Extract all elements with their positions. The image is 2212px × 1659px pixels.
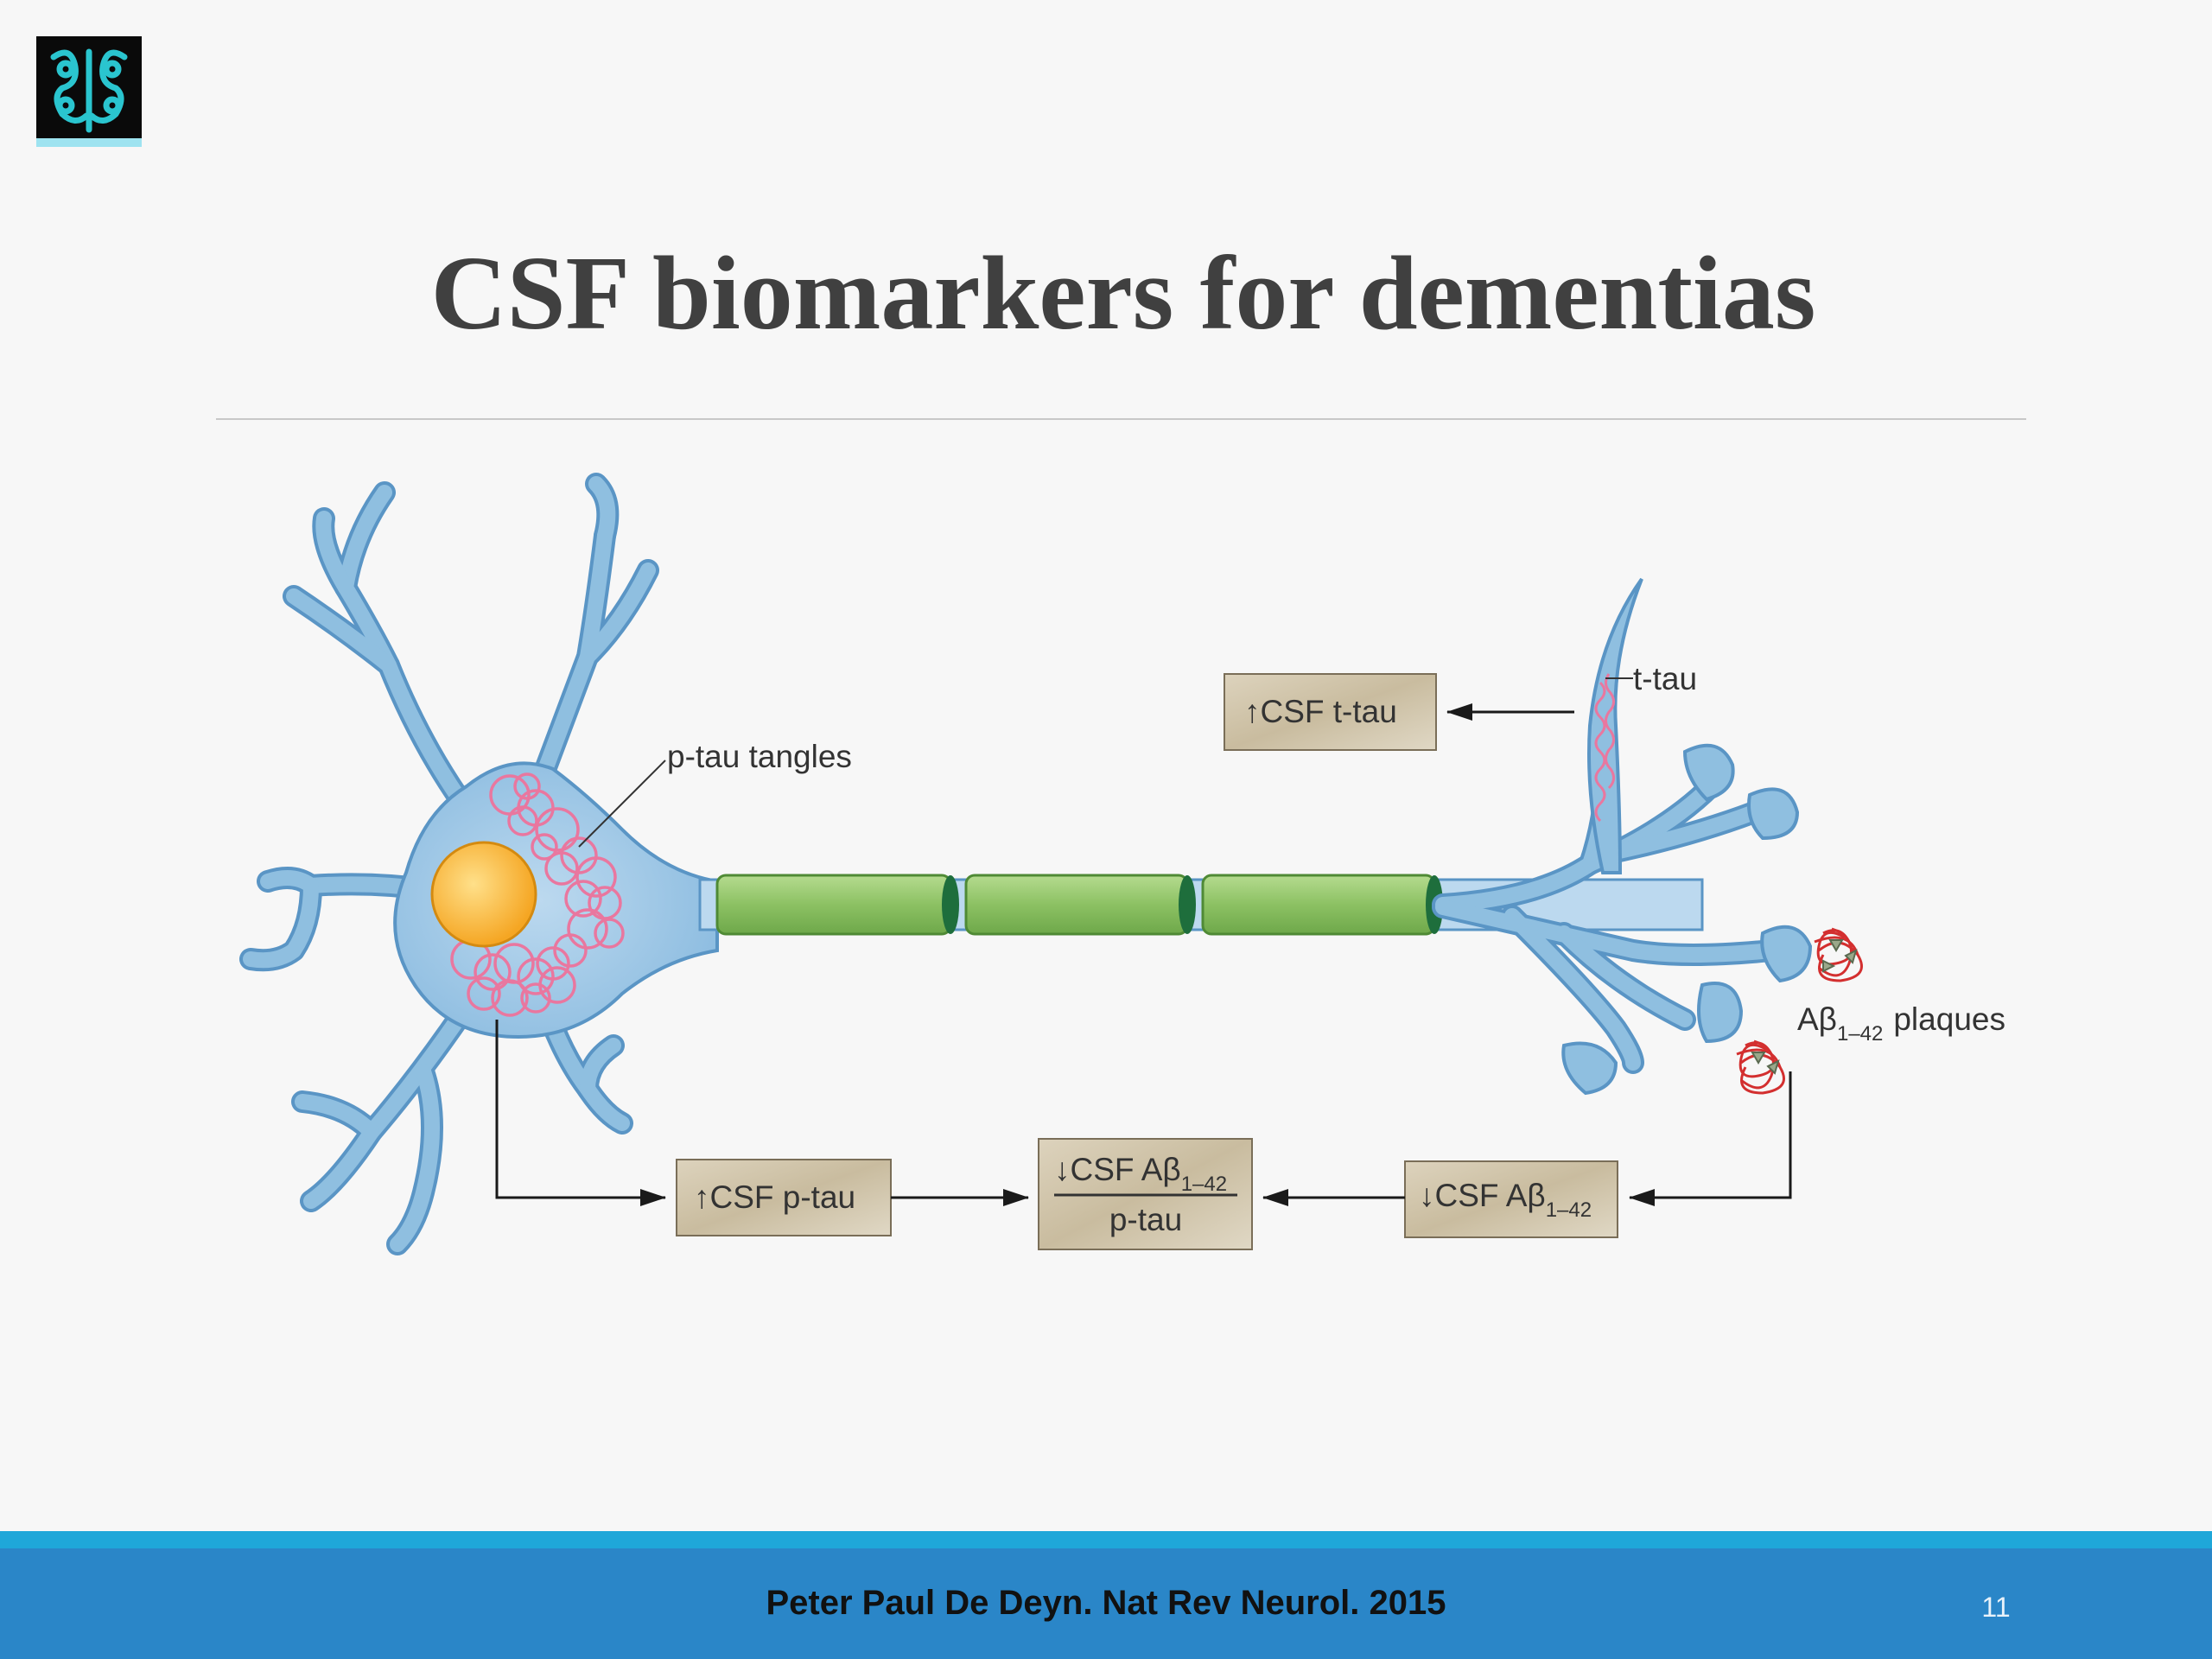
svg-text:↓CSF Aβ1–42: ↓CSF Aβ1–42 bbox=[1419, 1178, 1592, 1222]
abeta-plaque-lower bbox=[1736, 1039, 1785, 1095]
ttau-squiggle bbox=[1594, 673, 1615, 823]
footer-accent-stripe bbox=[0, 1531, 2212, 1548]
synaptic-boutons bbox=[1561, 743, 1813, 1096]
svg-text:↑CSF t-tau: ↑CSF t-tau bbox=[1244, 694, 1397, 729]
institution-logo bbox=[36, 36, 142, 147]
page-number: 11 bbox=[1981, 1592, 2011, 1623]
footer-bar bbox=[0, 1548, 2212, 1659]
myelin-sheaths bbox=[715, 874, 1443, 936]
dendrites bbox=[239, 473, 659, 1255]
abeta-plaque-upper bbox=[1814, 927, 1863, 982]
svg-text:↓CSF Aβ1–42: ↓CSF Aβ1–42 bbox=[1054, 1152, 1227, 1196]
citation: Peter Paul De Deyn. Nat Rev Neurol. 2015 bbox=[766, 1584, 1446, 1622]
box-csf-ptau: ↑CSF p-tau bbox=[676, 1159, 892, 1236]
box-abeta-ptau-ratio: ↓CSF Aβ1–42 p-tau bbox=[1038, 1138, 1253, 1250]
title-divider bbox=[216, 418, 2026, 420]
box-csf-abeta: ↓CSF Aβ1–42 bbox=[1404, 1160, 1618, 1238]
slide-title: CSF biomarkers for dementias bbox=[430, 235, 1816, 352]
ptau-tangles bbox=[450, 772, 625, 1017]
box-csf-ttau: ↑CSF t-tau bbox=[1224, 673, 1437, 751]
label-ptau-tangles: p-tau tangles bbox=[667, 739, 852, 774]
nucleus bbox=[430, 841, 537, 948]
degenerating-axon-branch bbox=[1587, 577, 1643, 874]
svg-text:↑CSF p-tau: ↑CSF p-tau bbox=[694, 1179, 855, 1215]
axon bbox=[698, 874, 1704, 936]
flow-arrows bbox=[495, 703, 1792, 1206]
label-ttau: t-tau bbox=[1633, 661, 1697, 696]
svg-text:p-tau: p-tau bbox=[1109, 1202, 1182, 1237]
